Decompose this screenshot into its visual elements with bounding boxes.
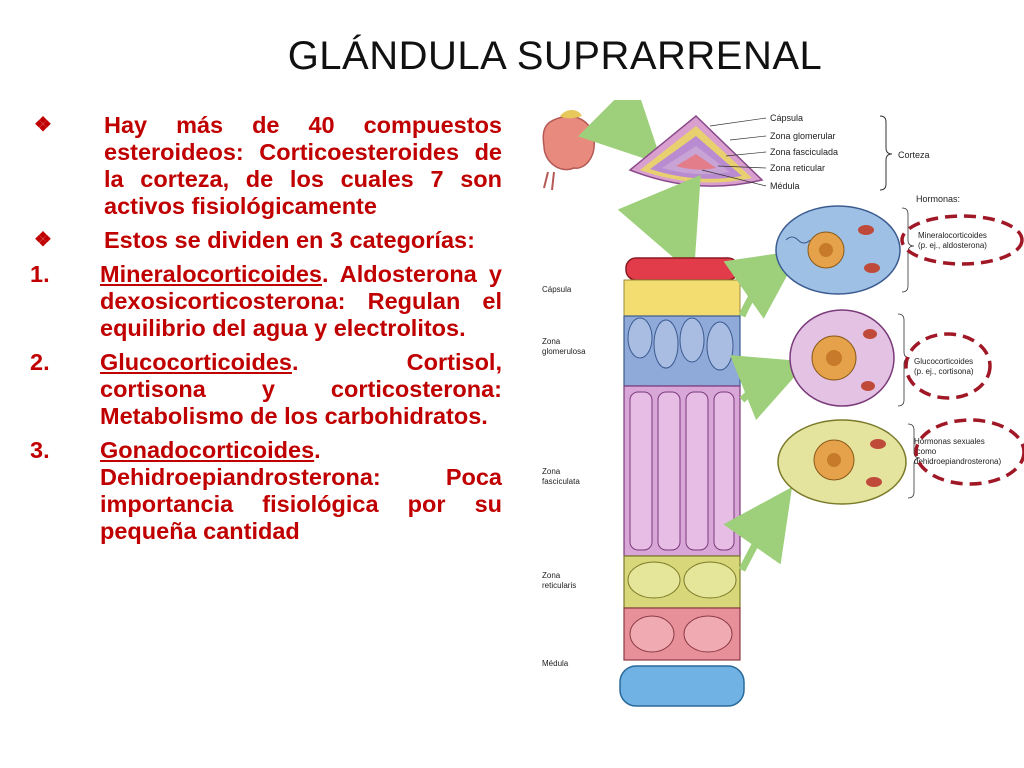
term-gonadocorticoides: Gonadocorticoides	[100, 437, 315, 463]
label-left-medula: Médula	[542, 659, 569, 668]
label-glucocorticoides: Glucocorticoides	[914, 357, 973, 366]
label-mineralocorticoides: Mineralocorticoides	[918, 231, 987, 240]
label-como: (como	[914, 447, 937, 456]
label-left-zona: Zona	[542, 337, 561, 346]
label-hormonas: Hormonas:	[916, 194, 960, 204]
bullet-text-1: Hay más de 40 compuestos esteroideos: Co…	[104, 112, 502, 219]
label-aldosterona: (p. ej., aldosterona)	[918, 241, 987, 250]
text-column: ❖ Hay más de 40 compuestos esteroideos: …	[30, 112, 502, 552]
label-corteza: Corteza	[898, 150, 930, 160]
label-left-capsula: Cápsula	[542, 285, 572, 294]
gland-cross-section	[628, 114, 764, 187]
bullet-item-1: ❖ Hay más de 40 compuestos esteroideos: …	[30, 112, 502, 220]
diamond-bullet-icon: ❖	[34, 114, 52, 136]
label-left-zona-2: Zona	[542, 467, 561, 476]
label-zona-reticular: Zona reticular	[770, 163, 825, 173]
list-item-3: 3. Gonadocorticoides. Dehidroepiandroste…	[30, 437, 502, 545]
tissue-column	[619, 257, 745, 707]
highlight-glucocorticoides	[904, 332, 992, 400]
top-leader-lines	[701, 117, 767, 187]
arrow-gland-to-column	[617, 174, 701, 276]
label-zona-glomerular: Zona glomerular	[770, 131, 836, 141]
page-title: GLÁNDULA SUPRARRENAL	[287, 34, 823, 78]
list-text-1: . Aldosterona y dexosicorticosterona: Re…	[100, 261, 502, 341]
list-text-3: . Dehidroepiandrosterona: Poca importanc…	[100, 437, 502, 544]
adrenal-gland-diagram: Cápsula Zona glomerular Zona fasciculada…	[530, 100, 1024, 720]
label-left-reticularis: reticularis	[542, 581, 576, 590]
list-number-1: 1.	[30, 261, 50, 287]
label-left-zona-3: Zona	[542, 571, 561, 580]
list-item-2: 2. Glucocorticoides. Cortisol, cortisona…	[30, 349, 502, 430]
corteza-brace	[879, 115, 893, 191]
cell-mineralocorticoid	[775, 205, 901, 295]
kidney-illustration	[542, 110, 595, 191]
diamond-bullet-icon: ❖	[34, 229, 52, 251]
label-left-glomerulosa: glomerulosa	[542, 347, 586, 356]
label-medula: Médula	[770, 181, 800, 191]
list-number-3: 3.	[30, 437, 50, 463]
label-cortisona: (p. ej., cortisona)	[914, 367, 974, 376]
list-item-1: 1. Mineralocorticoides. Aldosterona y de…	[30, 261, 502, 342]
highlight-ellipses	[900, 214, 1024, 486]
label-dehidroepiandrosterona: dehidroepiandrosterona)	[914, 457, 1002, 466]
term-mineralocorticoides: Mineralocorticoides	[100, 261, 322, 287]
cell-glucocorticoid	[789, 309, 895, 407]
highlight-hormonas-sexuales	[914, 418, 1024, 486]
bullet-item-2: ❖ Estos se dividen en 3 categorías:	[30, 227, 502, 254]
list-number-2: 2.	[30, 349, 50, 375]
label-zona-fasciculada: Zona fasciculada	[770, 147, 838, 157]
highlight-mineralocorticoides	[900, 214, 1024, 266]
label-hormonas-sexuales: Hormonas sexuales	[914, 437, 985, 446]
hormone-braces	[897, 207, 921, 499]
cell-sex-hormones	[777, 419, 907, 505]
arrow-kidney-to-gland	[577, 100, 663, 165]
list-text-2: . Cortisol, cortisona y corticosterona: …	[100, 349, 502, 429]
label-left-fasciculata: fasciculata	[542, 477, 580, 486]
bullet-text-2: Estos se dividen en 3 categorías:	[104, 227, 475, 253]
term-glucocorticoides: Glucocorticoides	[100, 349, 292, 375]
zone-to-cell-arrows	[723, 249, 808, 572]
label-capsula: Cápsula	[770, 113, 803, 123]
